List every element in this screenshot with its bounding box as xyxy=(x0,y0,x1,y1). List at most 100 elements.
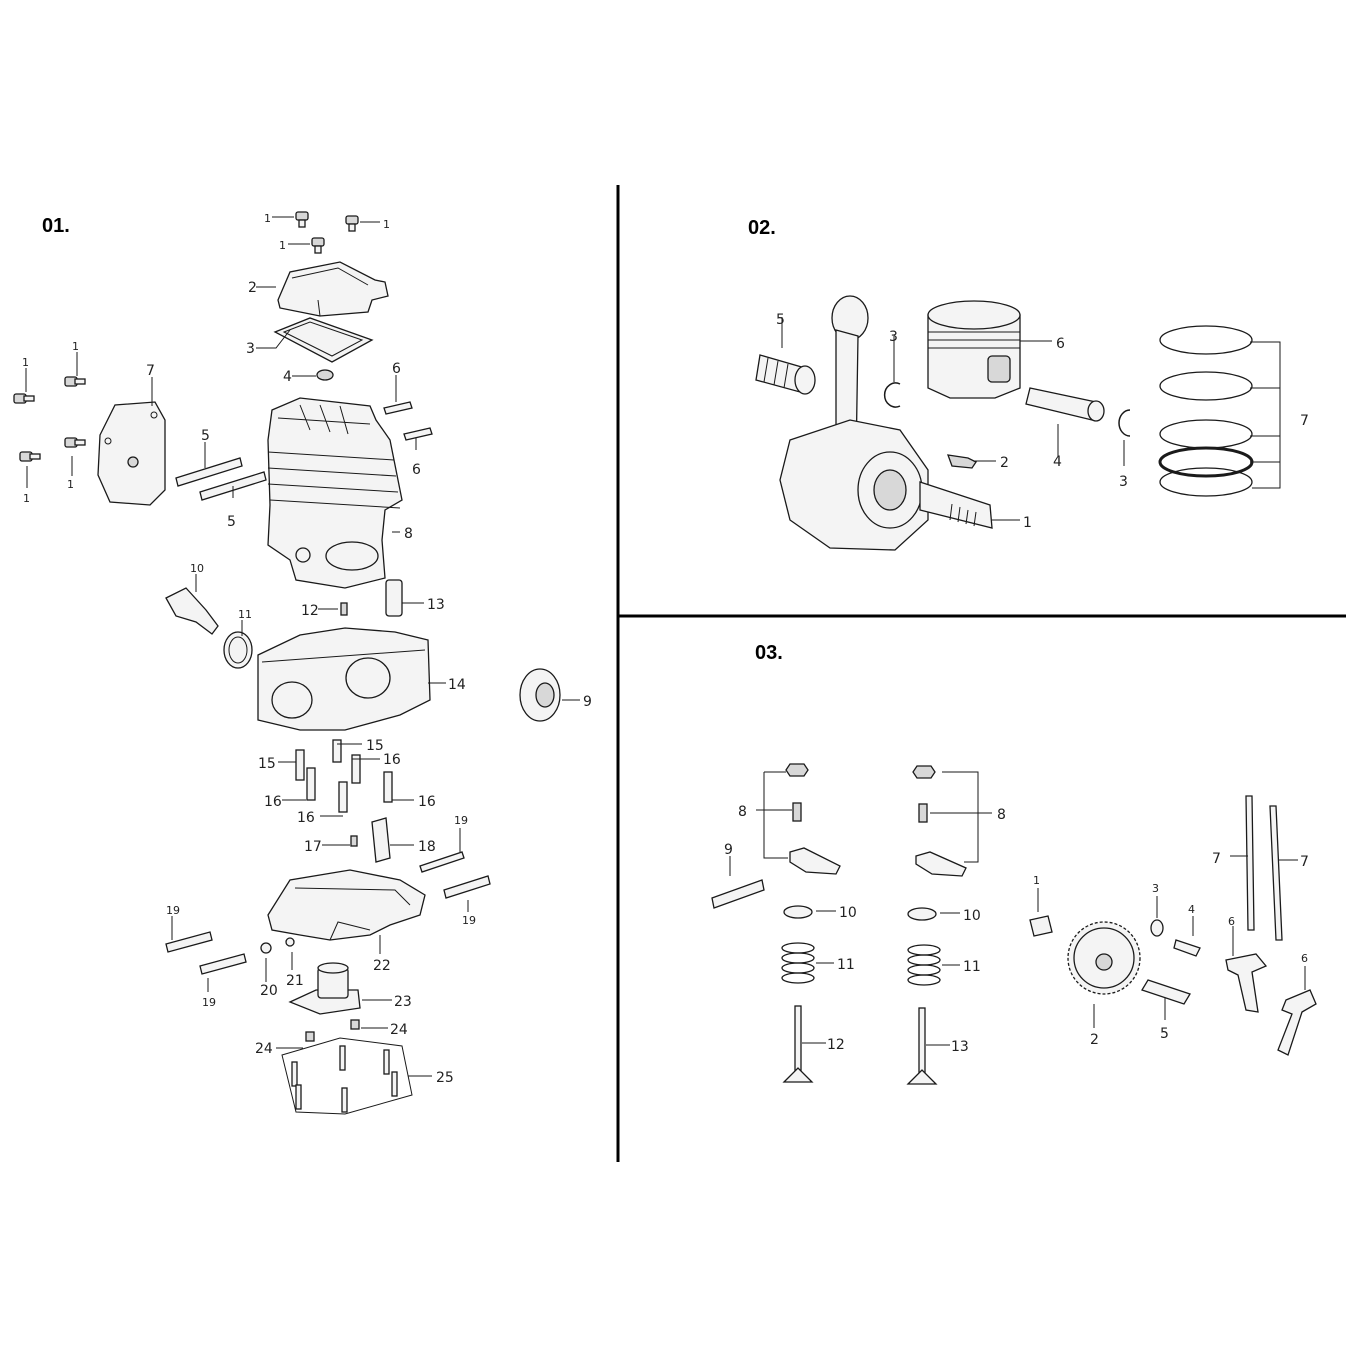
bush-part xyxy=(1029,915,1053,937)
screw-kit-outline xyxy=(281,1037,413,1115)
dowel-pin xyxy=(340,602,348,616)
pin-part xyxy=(1141,979,1191,1005)
intake-valve xyxy=(782,1005,814,1083)
section-03-parts xyxy=(711,763,1317,1085)
nut-part xyxy=(912,765,936,779)
sensor-part xyxy=(165,587,219,635)
callout-number: 8 xyxy=(404,526,413,542)
callout-number: 24 xyxy=(255,1041,273,1057)
spring-retainer xyxy=(907,907,937,921)
nut-part xyxy=(785,763,809,777)
callout-number: 15 xyxy=(366,738,384,754)
oil-pan xyxy=(267,869,426,941)
nut-part xyxy=(316,369,334,381)
rod-part xyxy=(199,953,247,975)
bolt-part xyxy=(305,1031,315,1042)
bolt-part xyxy=(260,942,272,954)
callout-number: 4 xyxy=(1188,903,1195,916)
side-cover xyxy=(97,401,166,506)
valve-spring xyxy=(781,942,815,984)
callout-number: 3 xyxy=(889,329,898,345)
callout-number: 24 xyxy=(390,1022,408,1038)
callout-number: 2 xyxy=(248,280,257,296)
rod-part xyxy=(443,875,491,899)
plate-part xyxy=(371,817,391,863)
short-pin xyxy=(383,401,413,415)
screw-kit xyxy=(291,1045,398,1113)
callout-number: 23 xyxy=(394,994,412,1010)
needle-bearing xyxy=(755,354,816,395)
callout-number: 6 xyxy=(1056,336,1065,352)
callout-number: 1 xyxy=(22,356,29,369)
long-pin xyxy=(175,457,243,487)
callout-number: 11 xyxy=(238,608,252,621)
callout-number: 1 xyxy=(1023,515,1032,531)
callout-number: 14 xyxy=(448,677,466,693)
callout-number: 1 xyxy=(383,218,390,231)
callout-number: 1 xyxy=(23,492,30,505)
callout-number: 9 xyxy=(724,842,733,858)
push-rod xyxy=(1269,805,1283,941)
woodruff-key xyxy=(947,454,977,469)
piston-pin xyxy=(1025,387,1105,422)
short-pin xyxy=(403,427,433,441)
callout-number: 15 xyxy=(258,756,276,772)
callout-number: 12 xyxy=(827,1037,845,1053)
callout-number: 3 xyxy=(246,341,255,357)
callout-number: 13 xyxy=(427,597,445,613)
callout-number: 19 xyxy=(462,914,476,927)
adjust-screw xyxy=(918,803,928,823)
callout-number: 4 xyxy=(283,369,292,385)
callout-number: 12 xyxy=(301,603,319,619)
callout-number: 22 xyxy=(373,958,391,974)
adjust-screw xyxy=(792,802,802,822)
callout-number: 16 xyxy=(383,752,401,768)
tappet xyxy=(1277,989,1317,1056)
head-gasket xyxy=(273,317,374,363)
bolt-part xyxy=(350,1019,360,1030)
bolt-part xyxy=(295,739,393,813)
rod-part xyxy=(165,931,213,953)
callout-number: 1 xyxy=(67,478,74,491)
bolt-part xyxy=(13,376,86,462)
callout-number: 3 xyxy=(1119,474,1128,490)
callout-number: 25 xyxy=(436,1070,454,1086)
callout-number: 6 xyxy=(1301,952,1308,965)
exhaust-valve xyxy=(906,1007,938,1085)
valve-spring xyxy=(907,944,941,986)
callout-number: 1 xyxy=(279,239,286,252)
callout-number: 5 xyxy=(776,312,785,328)
circlip xyxy=(1118,409,1131,437)
callout-number: 19 xyxy=(166,904,180,917)
cylinder-block xyxy=(267,397,403,589)
crankshaft-rod xyxy=(779,295,993,551)
callout-number: 6 xyxy=(412,462,421,478)
callout-number: 19 xyxy=(202,996,216,1009)
callout-number: 1 xyxy=(1033,874,1040,887)
callout-number: 1 xyxy=(264,212,271,225)
sleeve-part xyxy=(385,579,403,617)
section-title-03: 03. xyxy=(755,642,783,664)
section-title-01: 01. xyxy=(42,215,70,237)
callout-number: 10 xyxy=(963,908,981,924)
callout-number: 8 xyxy=(997,807,1006,823)
callout-number: 9 xyxy=(583,694,592,710)
leader-lines xyxy=(25,216,1306,1077)
rocker-shaft xyxy=(711,879,765,909)
section-title-02: 02. xyxy=(748,217,776,239)
filter-cup xyxy=(288,962,361,1015)
washer-part xyxy=(1150,919,1164,937)
cam-gear xyxy=(1067,921,1141,995)
callout-number: 3 xyxy=(1152,882,1159,895)
piston-rings xyxy=(1158,325,1254,497)
callout-number: 7 xyxy=(1300,413,1309,429)
callout-number: 16 xyxy=(264,794,282,810)
bolt-part xyxy=(295,211,359,254)
rocker-arm xyxy=(789,847,841,875)
push-rod xyxy=(1245,795,1255,931)
